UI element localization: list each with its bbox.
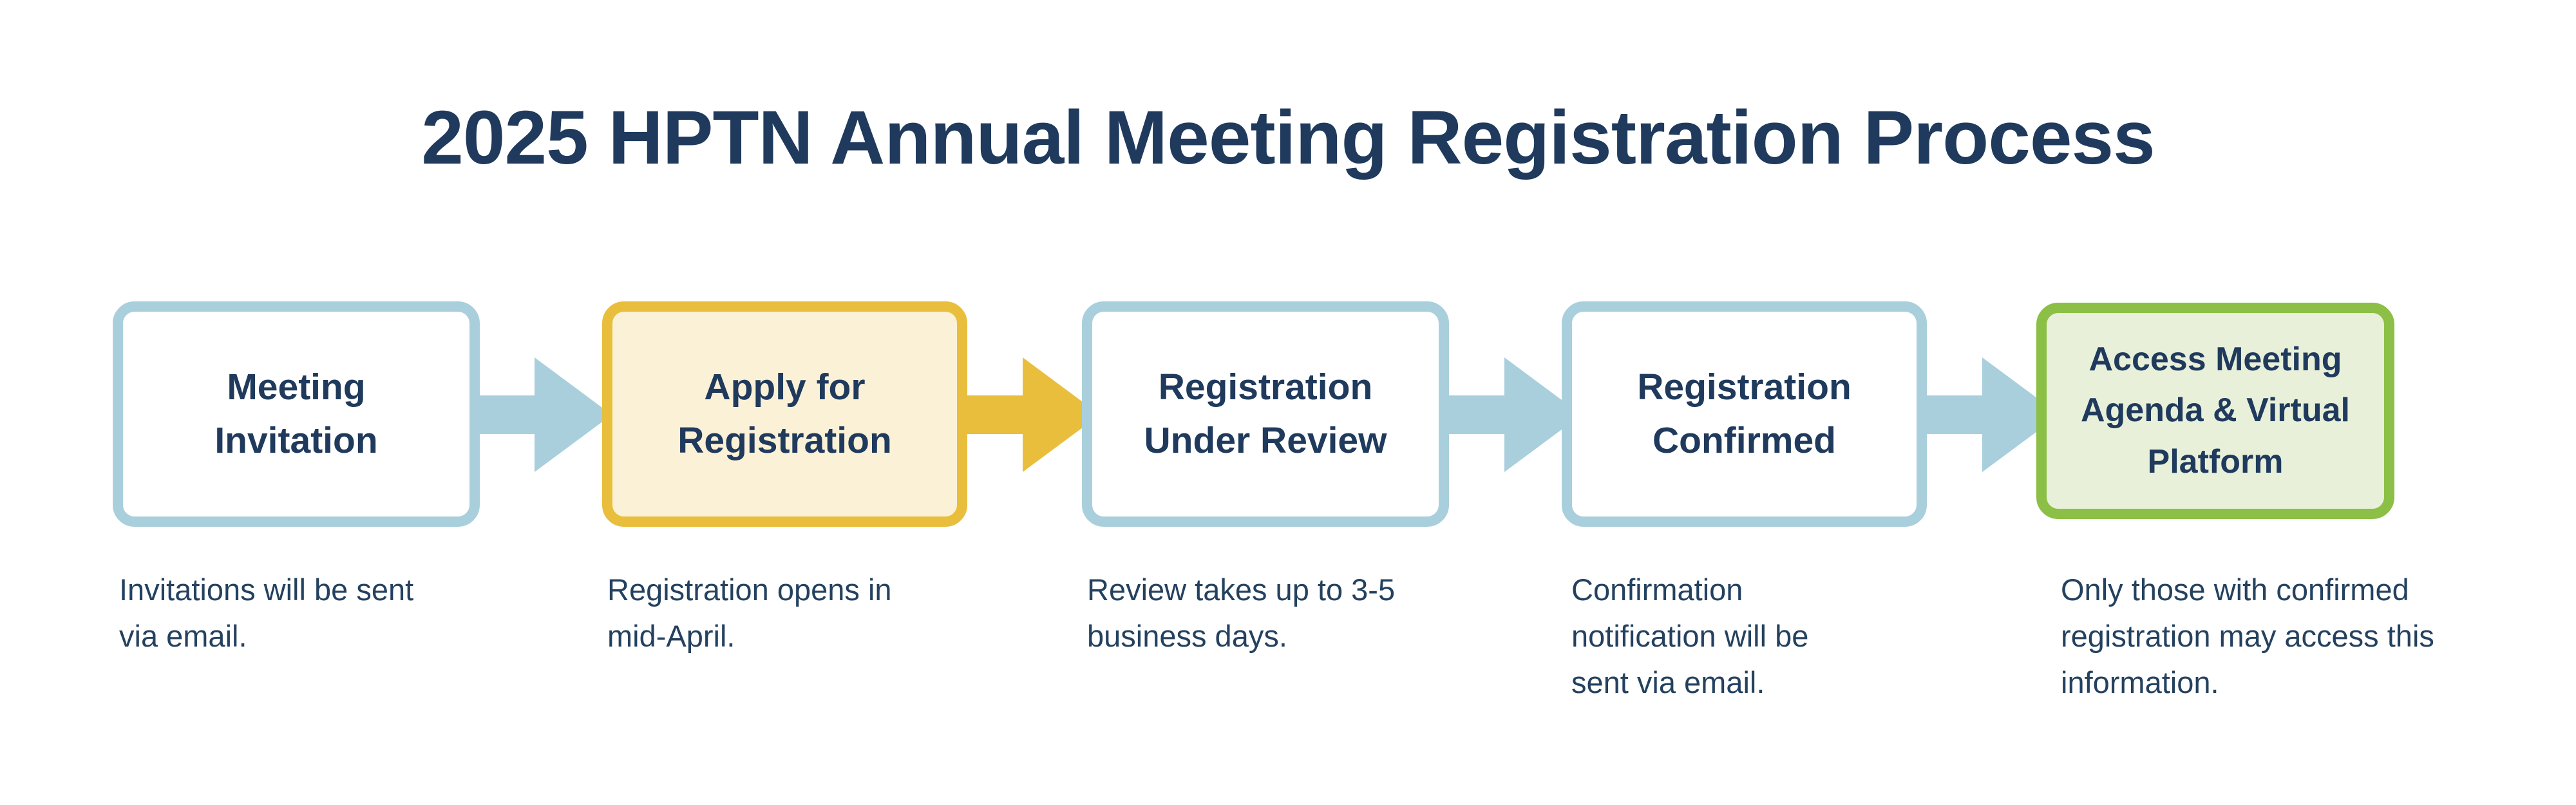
caption-meeting-invitation: Invitations will be sent via email. <box>119 573 414 653</box>
step-label-access-meeting-agenda-virtual-platform: Access Meeting Agenda & Virtual Platform <box>2080 341 2350 480</box>
arrow-right-after-registration-under-review <box>1414 357 1582 472</box>
step-label-meeting-invitation: Meeting Invitation <box>214 366 378 461</box>
caption-registration-under-review: Review takes up to 3-5 business days. <box>1087 573 1396 653</box>
caption-apply-for-registration: Registration opens in mid-April. <box>607 573 892 653</box>
step-box-apply-for-registration[interactable]: Apply for Registration <box>602 301 967 527</box>
arrow-right-after-apply-for-registration <box>933 357 1100 472</box>
step-box-registration-confirmed[interactable]: Registration Confirmed <box>1562 301 1927 527</box>
page-title: 2025 HPTN Annual Meeting Registration Pr… <box>421 95 2155 180</box>
step-box-access-meeting-agenda-virtual-platform[interactable]: Access Meeting Agenda & Virtual Platform <box>2036 303 2394 519</box>
step-label-registration-under-review: Registration Under Review <box>1144 366 1387 461</box>
step-label-apply-for-registration: Apply for Registration <box>677 366 892 461</box>
step-box-registration-under-review[interactable]: Registration Under Review <box>1082 301 1449 527</box>
caption-access-meeting-agenda-virtual-platform: Only those with confirmed registration m… <box>2061 573 2434 699</box>
arrow-right-after-registration-confirmed <box>1892 357 2060 472</box>
arrow-right-after-meeting-invitation <box>444 357 612 472</box>
step-label-registration-confirmed: Registration Confirmed <box>1637 366 1852 461</box>
step-box-meeting-invitation[interactable]: Meeting Invitation <box>113 301 480 527</box>
caption-registration-confirmed: Confirmation notification will be sent v… <box>1571 573 1809 699</box>
